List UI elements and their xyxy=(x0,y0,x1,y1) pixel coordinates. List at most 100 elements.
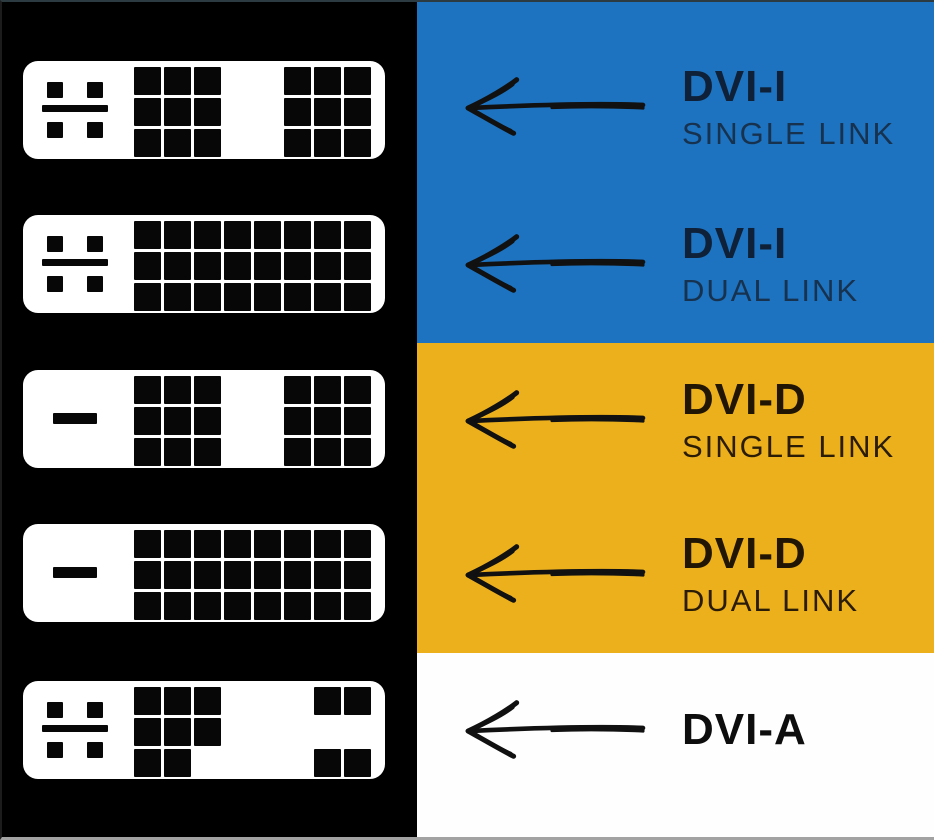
band-dvi-d xyxy=(417,343,934,653)
digital-pin xyxy=(284,67,311,95)
digital-pin xyxy=(134,376,161,404)
left-arrow-icon xyxy=(455,228,647,300)
left-arrow-icon xyxy=(455,384,647,456)
digital-pin xyxy=(134,438,161,466)
analog-pin xyxy=(87,236,103,252)
digital-pin xyxy=(134,129,161,157)
digital-pin xyxy=(194,530,221,558)
digital-pin xyxy=(314,407,341,435)
digital-pin xyxy=(314,687,341,715)
analog-blade xyxy=(42,259,108,266)
digital-pin xyxy=(314,283,341,311)
analog-pin xyxy=(87,122,103,138)
analog-pin xyxy=(47,122,63,138)
digital-pin xyxy=(164,376,191,404)
digital-pin xyxy=(224,530,251,558)
digital-pin xyxy=(344,221,371,249)
digital-pin xyxy=(134,98,161,126)
digital-pin xyxy=(344,129,371,157)
digital-pin xyxy=(314,592,341,620)
digital-pin xyxy=(344,749,371,777)
legend-row-dvi-i-single-link: DVI-I SINGLE LINK xyxy=(417,47,934,167)
digital-pin xyxy=(164,749,191,777)
analog-pin xyxy=(87,702,103,718)
legend-row-dvi-d-single-link: DVI-D SINGLE LINK xyxy=(417,360,934,480)
link-type-label: SINGLE LINK xyxy=(682,429,896,464)
digital-pin xyxy=(254,561,281,589)
digital-pin xyxy=(284,592,311,620)
connector-type-label: DVI-I xyxy=(682,219,788,268)
digital-pin xyxy=(314,67,341,95)
connector-glyph-dvi-i-single-link xyxy=(23,61,385,159)
digital-pin xyxy=(194,283,221,311)
left-arrow-icon xyxy=(455,538,647,610)
digital-pin xyxy=(134,592,161,620)
digital-pin xyxy=(314,749,341,777)
digital-pin xyxy=(254,221,281,249)
digital-pin xyxy=(164,407,191,435)
digital-pin xyxy=(314,129,341,157)
connector-glyph-dvi-d-single-link xyxy=(23,370,385,468)
digital-pin xyxy=(164,687,191,715)
legend-label-block: DVI-I DUAL LINK xyxy=(682,219,860,308)
digital-pin xyxy=(164,561,191,589)
digital-pin xyxy=(164,438,191,466)
digital-pin xyxy=(164,592,191,620)
digital-pin xyxy=(284,407,311,435)
link-type-label: SINGLE LINK xyxy=(682,116,896,151)
digital-pin xyxy=(194,252,221,280)
connector-type-label: DVI-A xyxy=(682,705,807,754)
digital-pin xyxy=(284,438,311,466)
digital-pin xyxy=(134,252,161,280)
digital-pin xyxy=(344,252,371,280)
digital-pin xyxy=(344,283,371,311)
legend-label-block: DVI-D SINGLE LINK xyxy=(682,378,896,464)
analog-pin xyxy=(47,276,63,292)
digital-pin xyxy=(194,376,221,404)
digital-pin xyxy=(314,438,341,466)
link-type-label: DUAL LINK xyxy=(682,273,860,308)
digital-pin xyxy=(344,561,371,589)
digital-pin xyxy=(344,98,371,126)
digital-pin xyxy=(224,221,251,249)
digital-pin xyxy=(224,561,251,589)
digital-pin xyxy=(134,407,161,435)
digital-pin xyxy=(164,252,191,280)
digital-pin xyxy=(194,438,221,466)
digital-pin xyxy=(194,561,221,589)
digital-pin xyxy=(284,376,311,404)
digital-pin xyxy=(344,438,371,466)
digital-pin xyxy=(164,530,191,558)
digital-pin xyxy=(194,718,221,746)
digital-pin xyxy=(224,283,251,311)
digital-pin xyxy=(314,221,341,249)
digital-pin xyxy=(194,98,221,126)
digital-pin xyxy=(314,252,341,280)
digital-pin xyxy=(284,561,311,589)
legend-label-block: DVI-D DUAL LINK xyxy=(682,532,859,617)
digital-pin xyxy=(164,67,191,95)
digital-pin xyxy=(284,530,311,558)
digital-pin xyxy=(314,530,341,558)
legend-row-dvi-d-dual-link: DVI-D DUAL LINK xyxy=(417,514,934,634)
digital-pin xyxy=(314,561,341,589)
digital-pin xyxy=(344,407,371,435)
analog-pin xyxy=(47,82,63,98)
digital-pin xyxy=(284,98,311,126)
analog-blade xyxy=(53,413,97,424)
digital-pin xyxy=(134,530,161,558)
digital-pin xyxy=(164,283,191,311)
digital-pin xyxy=(194,67,221,95)
digital-pin xyxy=(344,530,371,558)
legend-label-block: DVI-I SINGLE LINK xyxy=(682,65,896,151)
digital-pin xyxy=(164,98,191,126)
analog-pin xyxy=(87,742,103,758)
band-dvi-a xyxy=(417,653,934,837)
left-arrow-icon xyxy=(455,694,647,766)
digital-pin xyxy=(194,407,221,435)
digital-pin xyxy=(164,221,191,249)
digital-pin xyxy=(134,67,161,95)
digital-pin xyxy=(224,252,251,280)
analog-pin xyxy=(47,702,63,718)
